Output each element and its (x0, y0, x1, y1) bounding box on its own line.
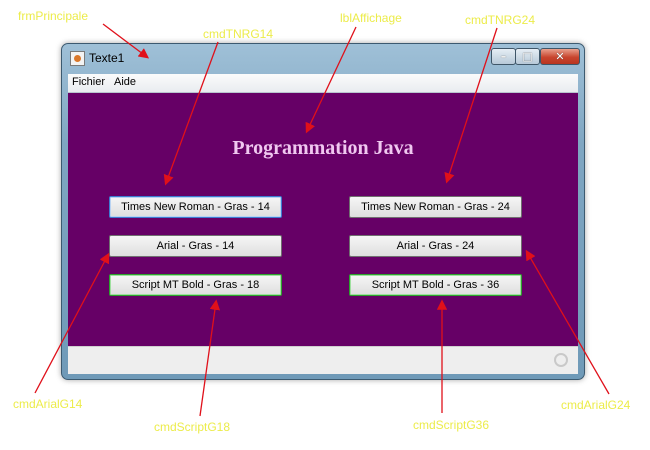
status-bar (68, 346, 578, 374)
annotation-frm-principale: frmPrincipale (18, 9, 89, 23)
busy-spinner-icon (554, 353, 568, 367)
cmd-arial-g24-button[interactable]: Arial - Gras - 24 (349, 235, 522, 257)
maximize-icon: □ (522, 50, 533, 63)
annotation-lbl-affichage: lblAffichage (340, 11, 402, 25)
cmd-script-g18-button[interactable]: Script MT Bold - Gras - 18 (109, 274, 282, 296)
cmd-arial-g14-button[interactable]: Arial - Gras - 14 (109, 235, 282, 257)
main-window: Texte1 – □ ✕ Fichier Aide Programmation … (61, 43, 585, 380)
minimize-icon: – (500, 50, 507, 63)
menu-fichier[interactable]: Fichier (72, 76, 106, 88)
menu-bar: Fichier Aide (68, 74, 578, 93)
close-icon: ✕ (555, 50, 565, 63)
menu-aide[interactable]: Aide (114, 76, 137, 88)
annotation-cmd-arial-g14: cmdArialG14 (13, 397, 83, 411)
cmd-tnrg24-button[interactable]: Times New Roman - Gras - 24 (349, 196, 522, 218)
annotation-cmd-script-g18: cmdScriptG18 (154, 420, 231, 434)
window-title: Texte1 (89, 51, 125, 65)
close-button[interactable]: ✕ (540, 48, 580, 65)
minimize-button[interactable]: – (491, 48, 516, 65)
content-panel: Programmation Java Times New Roman - Gra… (68, 93, 578, 346)
annotation-cmd-tnrg14: cmdTNRG14 (203, 27, 274, 41)
lbl-affichage: Programmation Java (232, 137, 414, 159)
java-app-icon (70, 51, 85, 66)
maximize-button[interactable]: □ (515, 48, 540, 65)
annotation-cmd-tnrg24: cmdTNRG24 (465, 13, 536, 27)
cmd-script-g36-button[interactable]: Script MT Bold - Gras - 36 (349, 274, 522, 296)
title-bar[interactable]: Texte1 – □ ✕ (62, 44, 584, 72)
annotation-cmd-script-g36: cmdScriptG36 (413, 418, 490, 432)
cmd-tnrg14-button[interactable]: Times New Roman - Gras - 14 (109, 196, 282, 218)
annotation-cmd-arial-g24: cmdArialG24 (561, 398, 631, 412)
